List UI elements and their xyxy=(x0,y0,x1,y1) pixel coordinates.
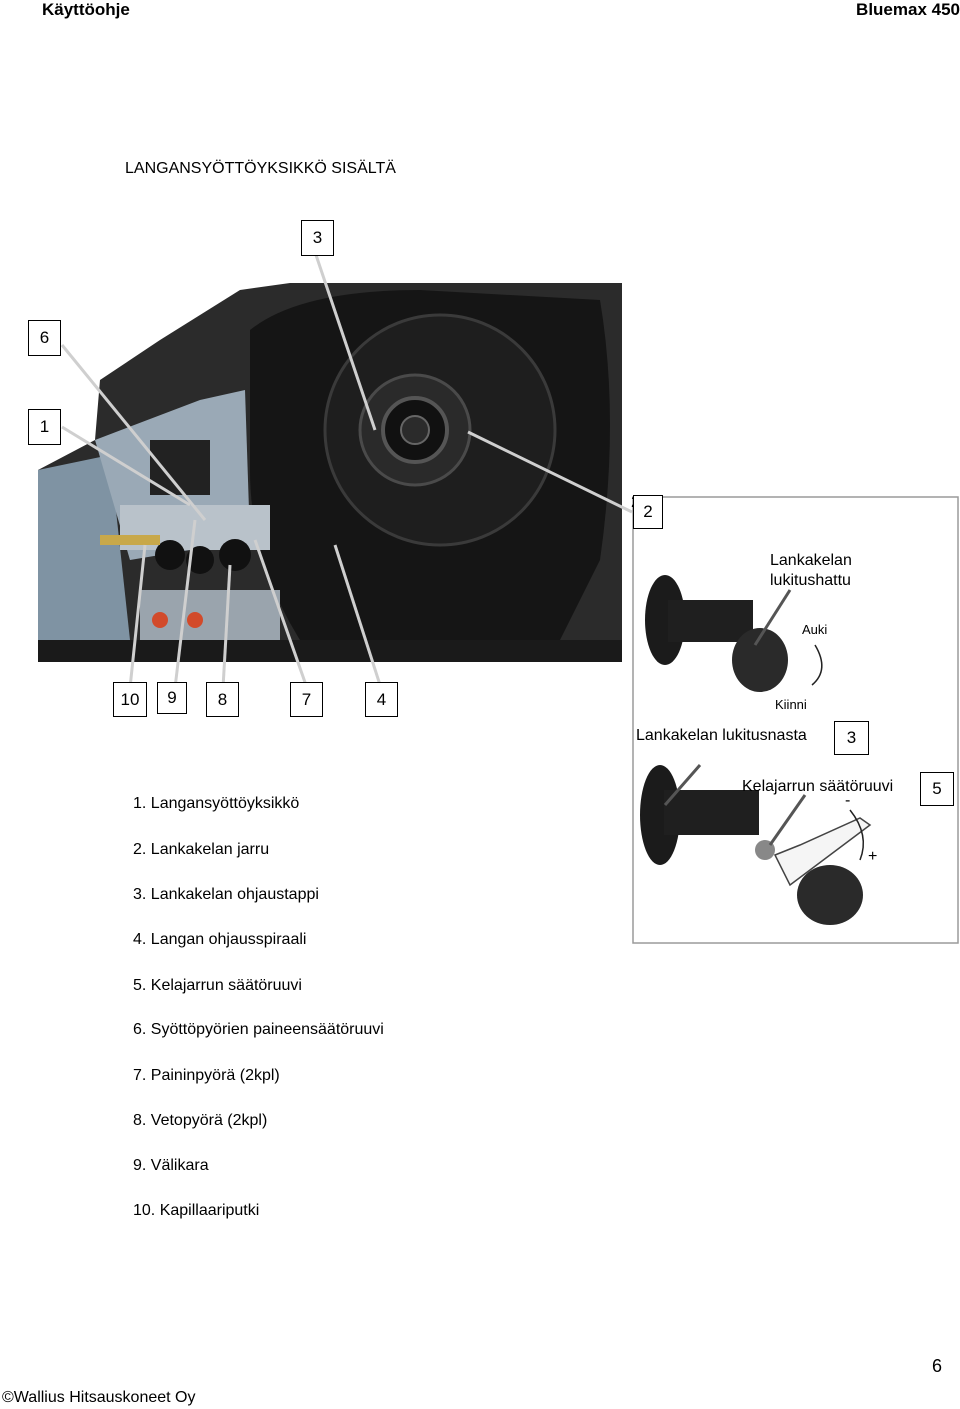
pointer-lock-pin xyxy=(663,764,702,806)
legend-item-5: 5. Kelajarrun säätöruuvi xyxy=(133,977,302,994)
pointer-10 xyxy=(128,544,147,689)
pointer-3 xyxy=(314,254,377,431)
lock-cap-knob xyxy=(732,628,788,692)
pointer-lock-cap xyxy=(753,589,792,646)
header-right: Bluemax 450 xyxy=(856,0,960,19)
legend-item-9: 9. Välikara xyxy=(133,1157,209,1174)
legend-item-3: 3. Lankakelan ohjaustappi xyxy=(133,886,319,903)
callout-7: 7 xyxy=(290,682,323,717)
copyright: ©Wallius Hitsauskoneet Oy xyxy=(2,1389,196,1406)
spindle-top xyxy=(668,600,753,642)
callout-4: 4 xyxy=(365,682,398,717)
legend-item-10: 10. Kapillaariputki xyxy=(133,1202,260,1219)
legend-item-7: 7. Paininpyörä (2kpl) xyxy=(133,1067,280,1084)
callout-3-right: 3 xyxy=(834,721,869,755)
pointer-brake-screw xyxy=(768,794,807,846)
lock-cap-label: Lankakelan lukitushattu xyxy=(770,552,852,589)
legend-item-2: 2. Lankakelan jarru xyxy=(133,841,270,858)
side-panel xyxy=(38,455,130,660)
pointer-1 xyxy=(61,425,191,507)
feed-roll-2 xyxy=(186,546,214,574)
lock-pin-label: Lankakelan lukitusnasta xyxy=(636,727,807,744)
pointer-8 xyxy=(221,564,232,689)
spindle-bottom xyxy=(664,790,759,835)
legend-item-1: 1. Langansyöttöyksikkö xyxy=(133,795,300,812)
lock-cap-knob-2 xyxy=(797,865,863,925)
callout-1: 1 xyxy=(28,409,61,445)
minus-sign: - xyxy=(845,792,851,809)
plus-sign: + xyxy=(868,848,878,865)
brake-screw-label: Kelajarrun säätöruuvi xyxy=(742,778,894,795)
pointer-9 xyxy=(173,519,197,689)
callout-8: 8 xyxy=(206,682,239,717)
callout-5: 5 xyxy=(920,772,954,806)
feed-roll-3 xyxy=(219,539,251,571)
pointer-6 xyxy=(60,344,207,521)
page-number: 6 xyxy=(931,1356,942,1376)
legend-item-8: 8. Vetopyörä (2kpl) xyxy=(133,1112,268,1129)
open-label: Auki xyxy=(802,622,828,637)
pointer-2 xyxy=(467,430,633,514)
wrench xyxy=(773,817,872,887)
legend-item-6: 6. Syöttöpyörien paineensäätöruuvi xyxy=(133,1021,384,1038)
section-title: LANGANSYÖTTÖYKSIKKÖ SISÄLTÄ xyxy=(125,160,396,177)
spindle-flange-top xyxy=(645,575,685,665)
callout-2: 2 xyxy=(633,495,663,529)
close-label: Kiinni xyxy=(775,697,807,712)
callout-3-top: 3 xyxy=(301,220,334,256)
feed-roll-1 xyxy=(155,540,185,570)
legend-item-4: 4. Langan ohjausspiraali xyxy=(133,931,307,948)
header-left: Käyttöohje xyxy=(42,0,130,19)
pointer-7 xyxy=(253,539,309,689)
callout-9: 9 xyxy=(157,682,187,714)
rotation-arrow xyxy=(811,644,823,686)
pointer-4 xyxy=(333,544,383,689)
callout-6: 6 xyxy=(28,320,61,356)
callout-10: 10 xyxy=(113,682,147,717)
capillary-tube xyxy=(100,535,160,545)
adjust-arrow xyxy=(849,809,865,861)
